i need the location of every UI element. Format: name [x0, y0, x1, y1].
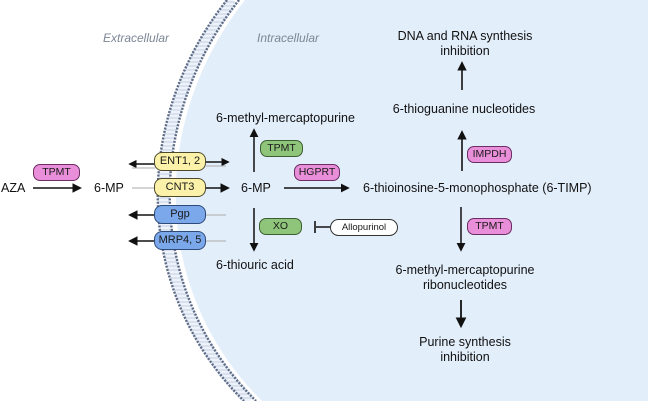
6mp-extracellular-label: 6-MP [94, 181, 124, 195]
transporter-mrp: MRP4, 5 [154, 231, 206, 250]
enzyme-tpmt-aza: TPMT [33, 164, 80, 181]
enzyme-hgprt: HGPRT [294, 164, 340, 181]
aza-label: AZA [1, 181, 26, 195]
enzyme-impdh: IMPDH [467, 146, 512, 163]
membrane-outer-heads [156, 0, 245, 401]
membrane-inner-heads [168, 0, 257, 401]
dna-rna-inhibition-line1: DNA and RNA synthesis [397, 29, 533, 43]
methyl-mercaptopurine-label: 6-methyl-mercaptopurine [216, 111, 355, 125]
timp-label: 6-thioinosine-5-monophosphate (6-TIMP) [363, 181, 592, 195]
enzyme-tpmt-timp: TPMT [467, 218, 512, 235]
mmp-ribonucleotides-label: 6-methyl-mercaptopurine ribonucleotides [396, 263, 535, 293]
intracellular-label: Intracellular [257, 31, 320, 45]
enzyme-xo: XO [259, 218, 302, 235]
enzyme-tpmt-methylation: TPMT [260, 140, 303, 157]
thiouric-acid-label: 6-thiouric acid [216, 258, 294, 272]
mmp-ribonucleotides-line2: ribonucleotides [422, 278, 508, 292]
cell-interior [175, 0, 648, 401]
purine-inhibition-line2: inhibition [440, 350, 490, 364]
dna-rna-inhibition-line2: inhibition [440, 44, 490, 58]
inhibitor-allopurinol: Allopurinol [330, 219, 398, 236]
cell-membrane [157, 0, 255, 401]
transporter-ent: ENT1, 2 [154, 152, 206, 171]
mmp-ribonucleotides-line1: 6-methyl-mercaptopurine [395, 263, 535, 277]
transporter-pgp: Pgp [154, 205, 206, 224]
thioguanine-nucleotides-label: 6-thioguanine nucleotides [392, 102, 536, 116]
extracellular-label: Extracellular [103, 31, 170, 45]
purine-inhibition-label: Purine synthesis inhibition [419, 335, 511, 365]
purine-inhibition-line1: Purine synthesis [419, 335, 511, 349]
6mp-intracellular-label: 6-MP [241, 181, 271, 195]
transporter-cnt3: CNT3 [154, 178, 206, 197]
dna-rna-inhibition-label: DNA and RNA synthesis inhibition [398, 29, 533, 59]
